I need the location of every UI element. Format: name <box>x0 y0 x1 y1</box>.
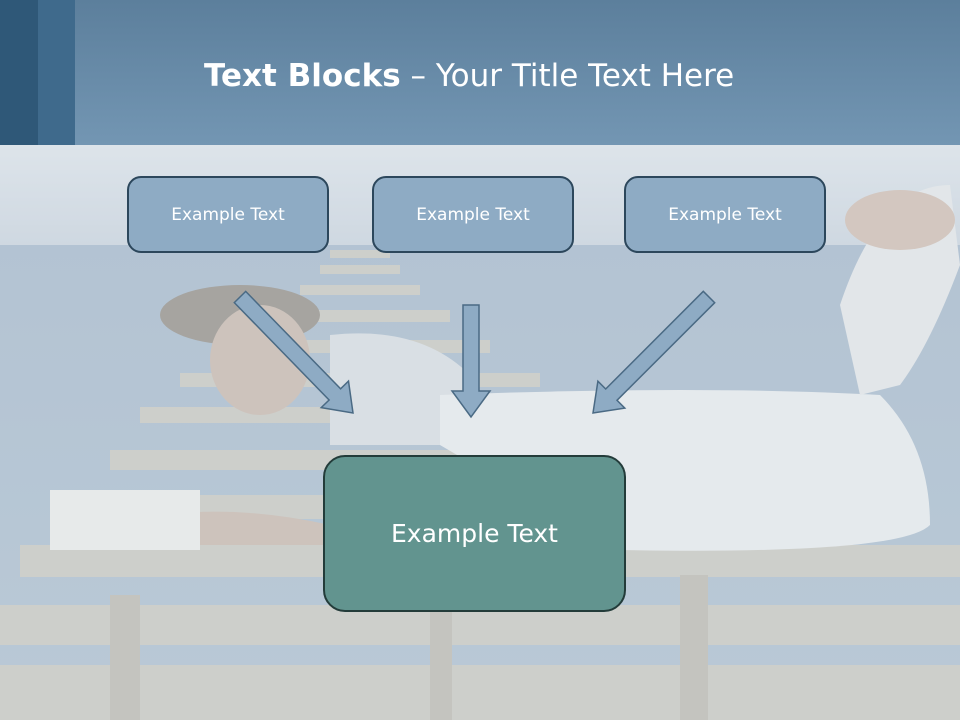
text-block-right-label: Example Text <box>668 204 782 225</box>
title-bar: Text Blocks – Your Title Text Here <box>0 0 960 145</box>
header-accent-mid <box>38 0 75 145</box>
text-block-middle-label: Example Text <box>416 204 530 225</box>
slide-title[interactable]: Text Blocks – Your Title Text Here <box>204 54 734 98</box>
text-block-center-label: Example Text <box>391 519 558 548</box>
text-block-middle[interactable]: Example Text <box>372 176 574 253</box>
title-bold-part: Text Blocks <box>204 58 401 94</box>
text-block-center[interactable]: Example Text <box>323 455 626 612</box>
text-block-left-label: Example Text <box>171 204 285 225</box>
text-block-right[interactable]: Example Text <box>624 176 826 253</box>
header-accent-dark <box>0 0 38 145</box>
text-block-left[interactable]: Example Text <box>127 176 329 253</box>
title-rest-part: – Your Title Text Here <box>400 58 735 94</box>
